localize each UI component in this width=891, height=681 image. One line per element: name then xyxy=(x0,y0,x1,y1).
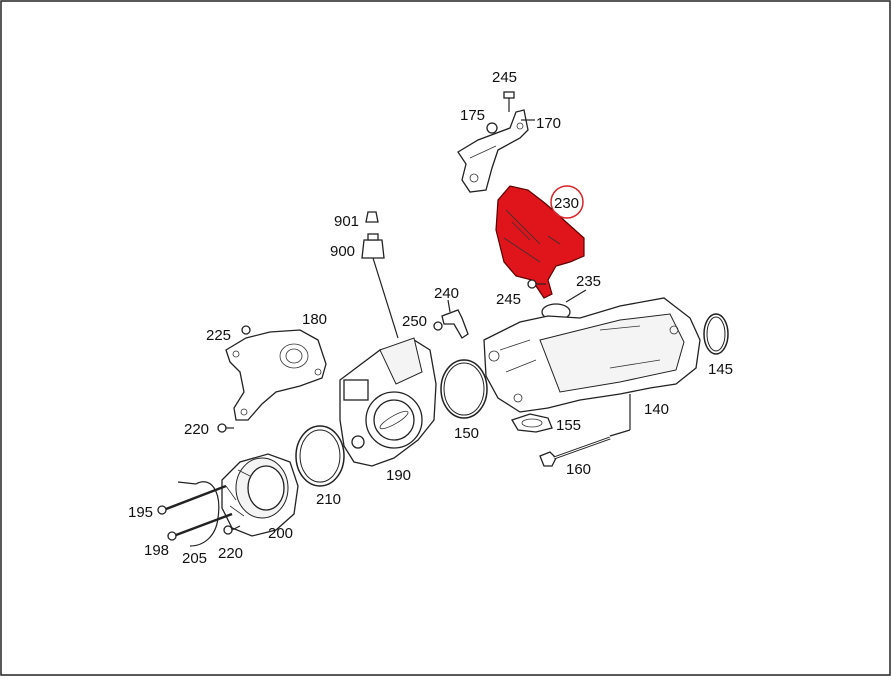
o-ring-210[interactable] xyxy=(295,425,345,487)
leader-235 xyxy=(565,289,587,303)
o-ring-145[interactable] xyxy=(703,313,729,355)
plate-180[interactable] xyxy=(225,329,327,421)
label-198: 198 xyxy=(144,542,169,559)
leader-140b xyxy=(609,429,631,437)
throttle-body-190[interactable] xyxy=(339,337,437,467)
label-230: 230 xyxy=(554,195,579,212)
label-160: 160 xyxy=(566,461,591,478)
highlighted-part-230[interactable] xyxy=(495,185,585,299)
bolt-198[interactable] xyxy=(167,512,233,541)
label-900: 900 xyxy=(330,243,355,260)
label-180: 180 xyxy=(302,311,327,328)
callout-circle-230 xyxy=(550,185,584,219)
label-200: 200 xyxy=(268,525,293,542)
label-250: 250 xyxy=(402,313,427,330)
label-175: 175 xyxy=(460,107,485,124)
label-220-left: 220 xyxy=(184,421,209,438)
long-bolt-160[interactable] xyxy=(539,436,611,467)
label-220-bottom: 220 xyxy=(218,545,243,562)
bracket-240[interactable] xyxy=(441,309,469,339)
label-170: 170 xyxy=(536,115,561,132)
leader-240 xyxy=(447,299,451,313)
bolt-220-bottom[interactable] xyxy=(223,525,241,535)
label-205: 205 xyxy=(182,550,207,567)
label-210: 210 xyxy=(316,491,341,508)
label-235: 235 xyxy=(576,273,601,290)
bolt-245-top[interactable] xyxy=(503,91,515,112)
label-240: 240 xyxy=(434,285,459,302)
manifold-140[interactable] xyxy=(483,297,701,413)
label-145: 145 xyxy=(708,361,733,378)
label-245-top: 245 xyxy=(492,69,517,86)
bolt-195[interactable] xyxy=(157,481,227,515)
label-245-mid: 245 xyxy=(496,291,521,308)
label-225: 225 xyxy=(206,327,231,344)
gasket-ring-150[interactable] xyxy=(440,359,488,419)
bolt-245-mid[interactable] xyxy=(527,279,546,289)
label-195: 195 xyxy=(128,504,153,521)
bolt-225[interactable] xyxy=(241,325,251,335)
housing-200[interactable] xyxy=(221,453,299,537)
label-190: 190 xyxy=(386,467,411,484)
clip-901[interactable] xyxy=(365,211,379,223)
connector-900[interactable] xyxy=(361,233,385,259)
nut-250[interactable] xyxy=(433,321,443,331)
label-155: 155 xyxy=(556,417,581,434)
leader-900 xyxy=(372,257,399,339)
label-150: 150 xyxy=(454,425,479,442)
bolt-220-left[interactable] xyxy=(217,423,234,433)
label-140: 140 xyxy=(644,401,669,418)
nut-175[interactable] xyxy=(486,122,498,134)
gasket-155[interactable] xyxy=(511,413,553,433)
label-901: 901 xyxy=(334,213,359,230)
bracket-170[interactable] xyxy=(457,109,529,193)
